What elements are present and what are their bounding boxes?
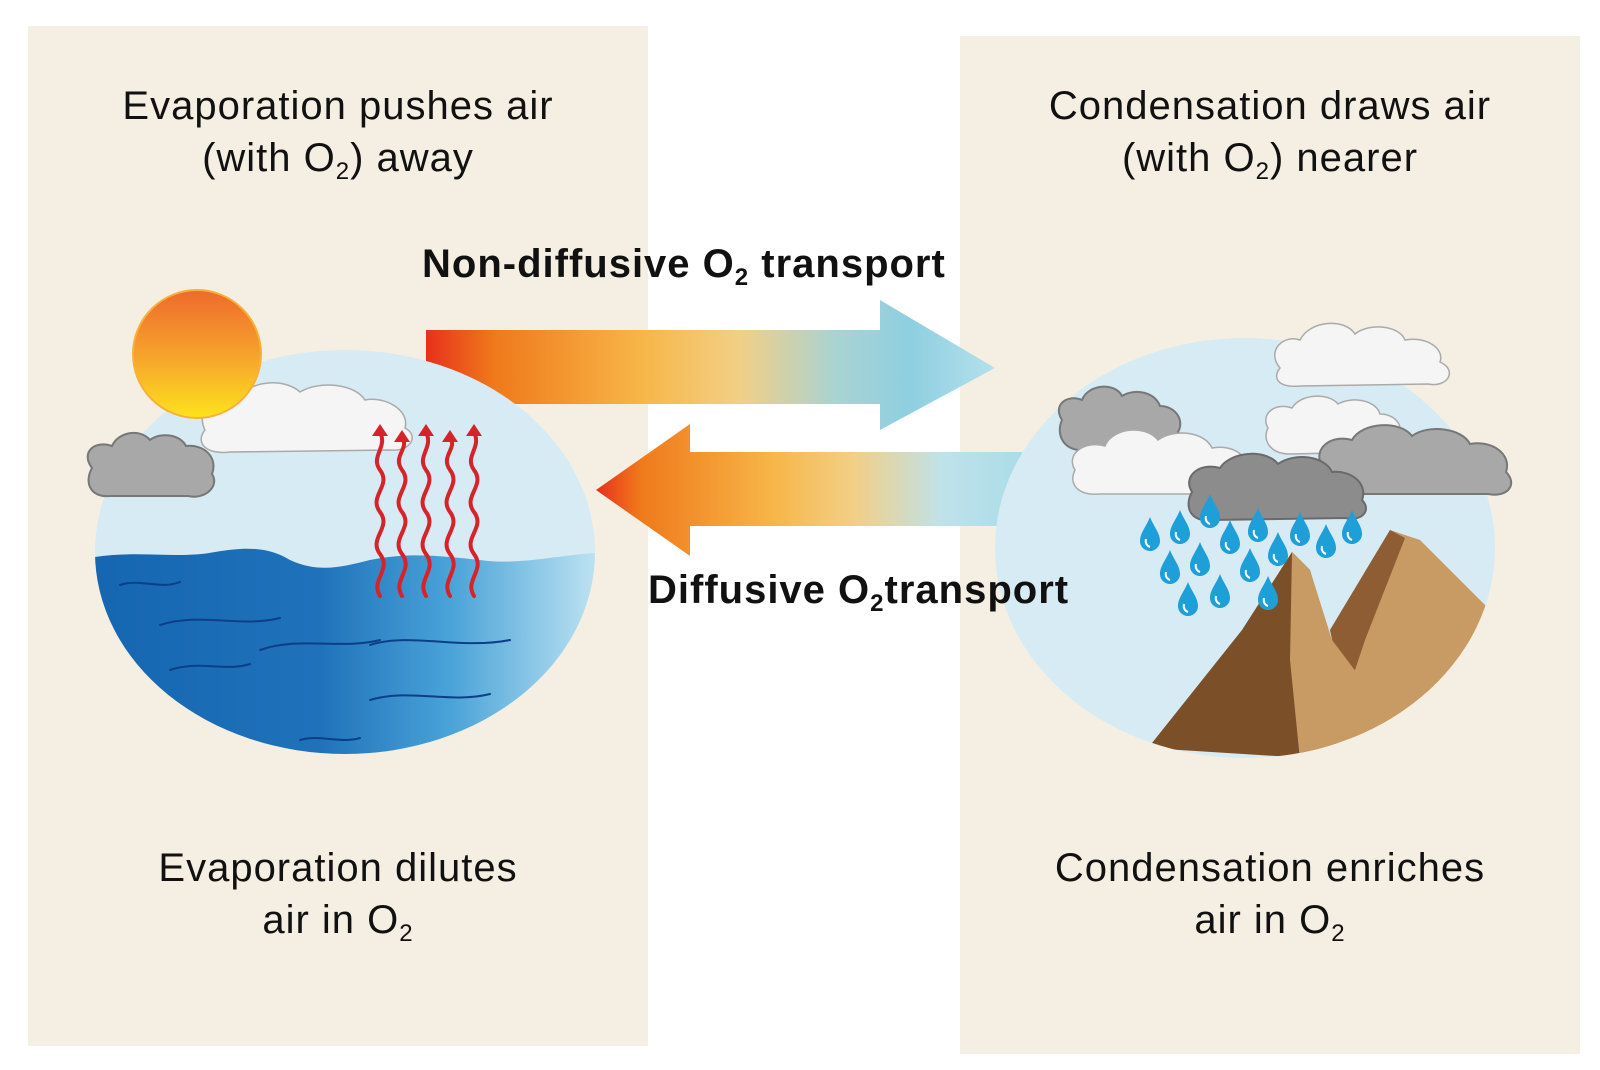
- subscript: 2: [1331, 920, 1346, 947]
- cloud-icon: [1273, 322, 1451, 387]
- label-text: Diffusive O: [648, 568, 871, 612]
- caption-line: ) nearer: [1269, 136, 1419, 180]
- label-text: transport: [749, 242, 946, 286]
- left-top-caption: Evaporation pushes air (with O2) away: [28, 80, 648, 184]
- subscript: 2: [870, 590, 885, 617]
- label-text: Non-diffusive O: [422, 242, 735, 286]
- non-diffusive-arrow: [426, 300, 995, 430]
- left-bottom-caption: Evaporation dilutes air in O2: [28, 842, 648, 946]
- subscript: 2: [734, 264, 750, 291]
- diffusive-arrow: [596, 424, 1040, 556]
- subscript: 2: [399, 920, 414, 947]
- caption-line: air in O: [1194, 898, 1332, 942]
- caption-line: (with O: [1121, 136, 1256, 180]
- cloud-icon: [1317, 424, 1513, 496]
- caption-line: Condensation enriches: [1054, 846, 1486, 890]
- condensation-scene: [995, 322, 1513, 758]
- caption-line: (with O: [202, 136, 336, 180]
- heat-wave-icon: [374, 430, 480, 598]
- cloud-icon: [1187, 452, 1367, 522]
- caption-line: Evaporation dilutes: [158, 846, 518, 890]
- sun-icon: [132, 289, 262, 419]
- non-diffusive-label: Non-diffusive O2 transport: [422, 242, 946, 290]
- caption-line: Evaporation pushes air: [122, 84, 554, 128]
- right-top-caption: Condensation draws air (with O2) nearer: [960, 80, 1580, 184]
- right-bottom-caption: Condensation enriches air in O2: [960, 842, 1580, 946]
- caption-line: air in O: [262, 898, 400, 942]
- subscript: 2: [1255, 158, 1270, 185]
- subscript: 2: [335, 158, 351, 185]
- cloud-icon: [86, 431, 216, 498]
- evaporation-scene: [86, 289, 595, 754]
- caption-line: Condensation draws air: [1048, 84, 1492, 128]
- label-text: transport: [884, 568, 1070, 612]
- diffusive-label: Diffusive O2transport: [648, 568, 1070, 616]
- caption-line: ) away: [350, 136, 474, 180]
- ocean-icon: [95, 548, 595, 754]
